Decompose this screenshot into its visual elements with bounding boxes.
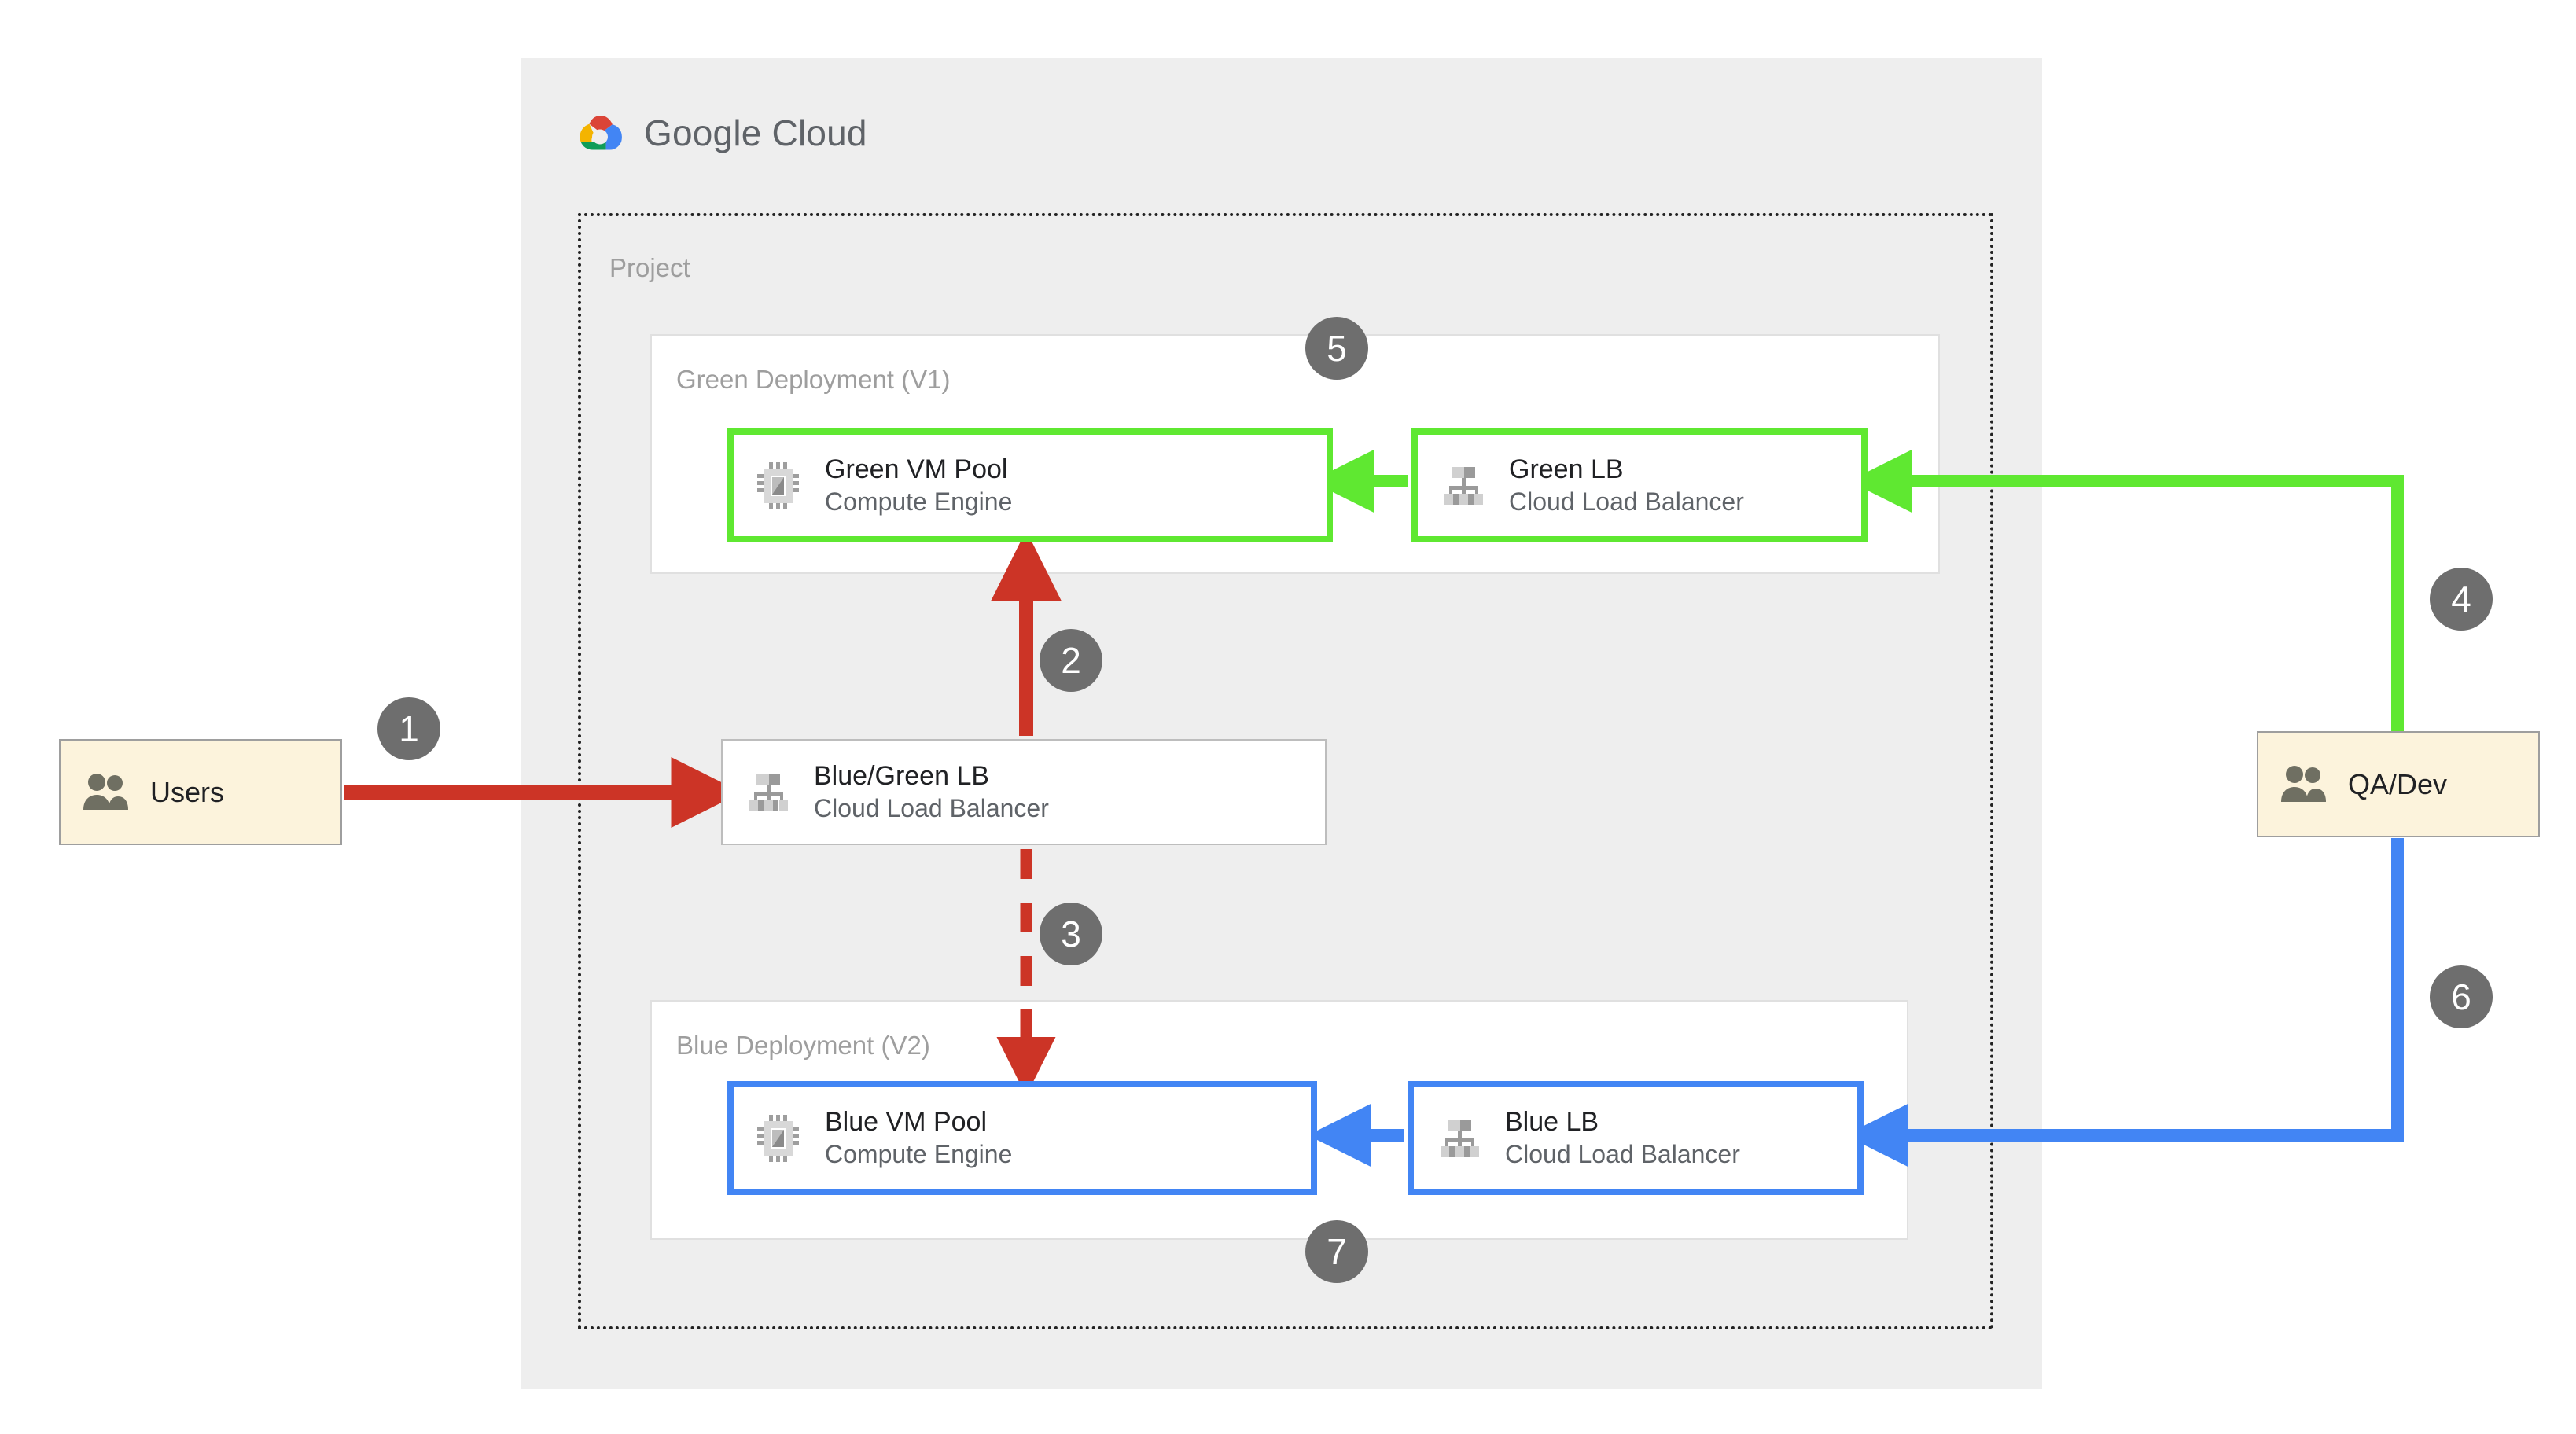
node-green-vm-pool-text: Green VM Pool Compute Engine [825,454,1012,517]
project-label: Project [609,253,690,282]
node-green-vm-pool[interactable]: Green VM Pool Compute Engine [727,428,1333,542]
cloud-load-balancer-icon [1444,466,1483,505]
node-subtitle: Cloud Load Balancer [1509,487,1744,516]
node-qa-dev[interactable]: QA/Dev [2257,731,2540,837]
step-badge-5: 5 [1305,317,1368,380]
node-qa-dev-label: QA/Dev [2348,767,2448,800]
node-title: Blue VM Pool [825,1107,987,1138]
google-cloud-logo-text: Google Cloud [644,112,867,154]
cloud-load-balancer-icon [749,773,788,811]
blue-deployment-title: Blue Deployment (V2) [676,1031,930,1060]
node-title: Green LB [1509,454,1624,485]
node-blue-lb[interactable]: Blue LB Cloud Load Balancer [1408,1081,1864,1195]
step-badge-6: 6 [2430,965,2493,1028]
node-blue-green-lb-text: Blue/Green LB Cloud Load Balancer [814,760,1049,824]
step-badge-1: 1 [377,697,440,760]
node-title: Green VM Pool [825,454,1008,485]
node-subtitle: Compute Engine [825,487,1013,516]
step-badge-4: 4 [2430,568,2493,631]
google-cloud-logo: Google Cloud [575,112,867,154]
node-green-lb[interactable]: Green LB Cloud Load Balancer [1411,428,1868,542]
node-blue-green-lb[interactable]: Blue/Green LB Cloud Load Balancer [721,739,1327,845]
google-cloud-logo-icon [580,116,622,150]
logo-word-google: Google [644,112,762,153]
users-icon [83,773,128,810]
step-badge-3: 3 [1040,903,1102,965]
node-subtitle: Compute Engine [825,1139,1013,1168]
compute-engine-icon [757,461,799,509]
cloud-load-balancer-icon [1441,1119,1479,1157]
node-subtitle: Cloud Load Balancer [814,793,1049,822]
node-subtitle: Cloud Load Balancer [1505,1139,1740,1168]
node-users[interactable]: Users [59,739,342,845]
node-title: Blue/Green LB [814,761,990,792]
node-blue-vm-pool-text: Blue VM Pool Compute Engine [825,1106,1012,1170]
step-badge-2: 2 [1040,629,1102,692]
compute-engine-icon [757,1114,799,1162]
project-boundary [578,213,1993,1329]
node-blue-lb-text: Blue LB Cloud Load Balancer [1505,1106,1740,1170]
users-icon [2281,765,2326,802]
logo-word-cloud: Cloud [761,112,867,153]
step-badge-7: 7 [1305,1220,1368,1283]
node-blue-vm-pool[interactable]: Blue VM Pool Compute Engine [727,1081,1317,1195]
node-green-lb-text: Green LB Cloud Load Balancer [1509,454,1744,517]
node-title: Blue LB [1505,1107,1599,1138]
green-deployment-title: Green Deployment (V1) [676,365,951,394]
node-users-label: Users [150,775,225,808]
